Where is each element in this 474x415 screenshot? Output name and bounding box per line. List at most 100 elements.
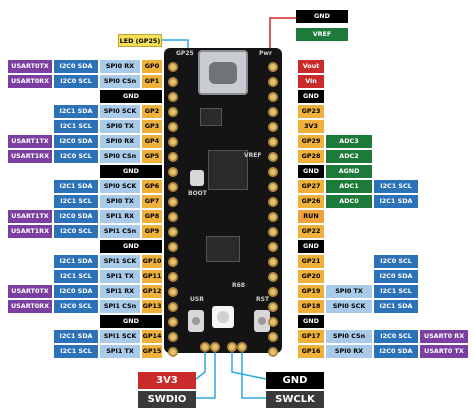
left-pin-label: GP0 — [142, 60, 162, 73]
vref-line — [269, 17, 296, 48]
right-spi-label: SPI0 CSn — [326, 330, 372, 343]
left-pin-hole — [168, 196, 178, 207]
right-pin-hole — [268, 301, 278, 312]
gp25-silk: GP25 — [176, 50, 194, 57]
right-pin-hole — [268, 316, 278, 327]
right-pin-label: 3V3 — [298, 120, 324, 133]
right-pin-hole — [268, 151, 278, 162]
swd-pin-hole — [200, 342, 210, 352]
left-pin-hole — [168, 76, 178, 87]
left-i2c-label: I2C0 SDA — [54, 285, 98, 298]
left-i2c-label: I2C0 SCL — [54, 225, 98, 238]
swd-pin-hole — [227, 342, 237, 352]
left-pin-label: GND — [100, 240, 162, 253]
right-pin-label: GP22 — [298, 225, 324, 238]
swclk-line — [241, 352, 266, 399]
right-pin-label: GP29 — [298, 135, 324, 148]
bottom-swclk-label: SWCLK — [266, 391, 324, 408]
vref-silk: VREF — [244, 152, 262, 159]
usr-button[interactable] — [188, 310, 204, 332]
right-adc-label: AGND — [326, 165, 372, 178]
left-pin-label: GP12 — [142, 285, 162, 298]
right-spi-label: SPI0 SCK — [326, 300, 372, 313]
left-pin-label: GP10 — [142, 255, 162, 268]
left-uart-label: USART0RX — [8, 75, 52, 88]
right-pin-label: GP20 — [298, 270, 324, 283]
rp2040-board — [164, 48, 282, 353]
rst-silk: RST — [256, 296, 270, 303]
left-spi-label: SPI0 TX — [100, 120, 140, 133]
left-spi-label: SPI1 SCK — [100, 330, 140, 343]
left-uart-label: USART1TX — [8, 210, 52, 223]
right-i2c-label: I2C0 SCL — [374, 330, 418, 343]
boot-silk: BOOT — [188, 190, 207, 197]
left-i2c-label: I2C0 SCL — [54, 150, 98, 163]
right-i2c-label: I2C1 SDA — [374, 195, 418, 208]
right-pin-hole — [268, 91, 278, 102]
right-pin-label: GP17 — [298, 330, 324, 343]
right-pin-label: GP16 — [298, 345, 324, 358]
left-pin-label: GND — [100, 165, 162, 178]
r68-silk: R68 — [232, 282, 245, 289]
left-pin-hole — [168, 346, 178, 357]
usr-silk: USR — [190, 296, 204, 303]
right-adc-label: ADC3 — [326, 135, 372, 148]
left-pin-hole — [168, 106, 178, 117]
left-pin-hole — [168, 286, 178, 297]
right-pin-hole — [268, 271, 278, 282]
right-pin-hole — [268, 241, 278, 252]
left-i2c-label: I2C1 SCL — [54, 120, 98, 133]
left-i2c-label: I2C0 SDA — [54, 60, 98, 73]
left-i2c-label: I2C0 SCL — [54, 75, 98, 88]
right-pin-label: GP27 — [298, 180, 324, 193]
left-i2c-label: I2C0 SDA — [54, 135, 98, 148]
boot-button[interactable] — [190, 170, 204, 186]
left-spi-label: SPI0 CSn — [100, 150, 140, 163]
right-pin-label: GP23 — [298, 105, 324, 118]
right-i2c-label: I2C0 SDA — [374, 345, 418, 358]
left-i2c-label: I2C1 SDA — [54, 180, 98, 193]
left-pin-hole — [168, 61, 178, 72]
v3-line — [195, 352, 206, 380]
left-pin-hole — [168, 316, 178, 327]
left-pin-label: GND — [100, 90, 162, 103]
left-i2c-label: I2C1 SDA — [54, 330, 98, 343]
left-spi-label: SPI1 TX — [100, 345, 140, 358]
left-i2c-label: I2C1 SDA — [54, 255, 98, 268]
left-pin-label: GP3 — [142, 120, 162, 133]
rst-button[interactable] — [254, 310, 270, 332]
right-pin-label: GND — [298, 315, 324, 328]
left-pin-hole — [168, 166, 178, 177]
right-pin-hole — [268, 181, 278, 192]
right-i2c-label: I2C1 SCL — [374, 285, 418, 298]
left-pin-label: GP13 — [142, 300, 162, 313]
right-pin-label: GP28 — [298, 150, 324, 163]
top-gnd-label: GND — [296, 10, 348, 23]
left-spi-label: SPI0 RX — [100, 135, 140, 148]
left-uart-label: USART0TX — [8, 285, 52, 298]
left-pin-hole — [168, 331, 178, 342]
usb-c-port — [209, 62, 237, 84]
left-i2c-label: I2C1 SCL — [54, 195, 98, 208]
right-pin-label: RUN — [298, 210, 324, 223]
right-uart-label: USART0 TX — [420, 345, 468, 358]
left-pin-label: GP7 — [142, 195, 162, 208]
right-spi-label: SPI0 TX — [326, 285, 372, 298]
right-pin-label: GP26 — [298, 195, 324, 208]
right-pin-hole — [268, 61, 278, 72]
left-pin-hole — [168, 271, 178, 282]
right-pin-hole — [268, 346, 278, 357]
right-pin-hole — [268, 121, 278, 132]
right-pin-label: GP18 — [298, 300, 324, 313]
gnd-line — [231, 352, 267, 380]
right-uart-label: USART0 RX — [420, 330, 468, 343]
swdio-line — [196, 352, 216, 399]
right-i2c-label: I2C1 SDA — [374, 300, 418, 313]
left-pin-hole — [168, 136, 178, 147]
flash-chip — [206, 236, 240, 262]
right-pin-hole — [268, 256, 278, 267]
left-pin-hole — [168, 256, 178, 267]
left-pin-hole — [168, 301, 178, 312]
right-i2c-label: I2C0 SCL — [374, 255, 418, 268]
